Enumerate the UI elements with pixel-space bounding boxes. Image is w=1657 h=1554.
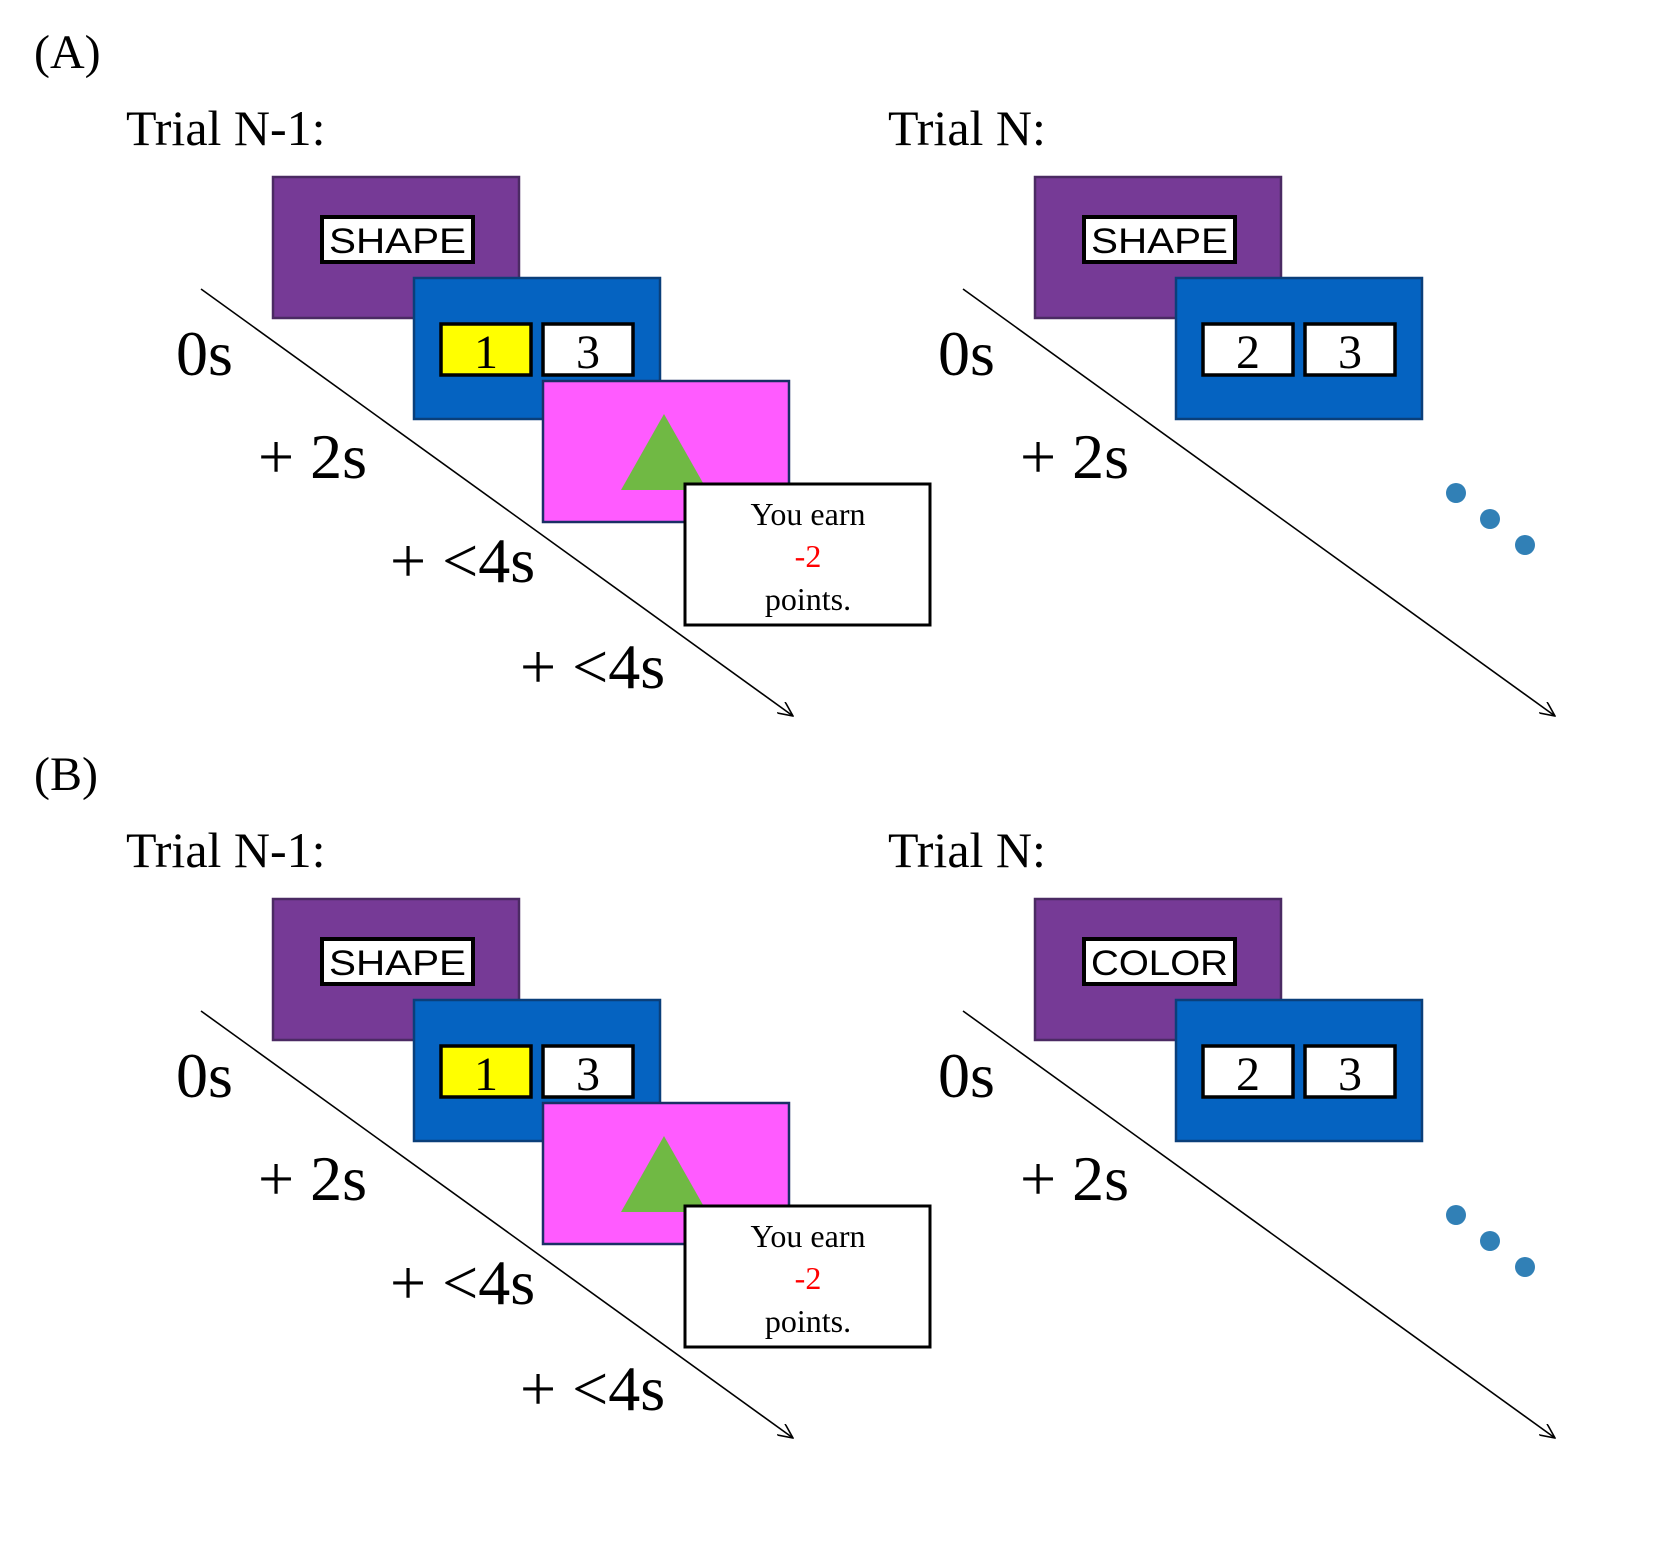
trial-title: Trial N-1: [126,822,326,878]
cue-word: SHAPE [1091,222,1228,261]
time-label: 0s [938,318,995,389]
option-box [1201,1044,1295,1099]
timeline-arrow [962,1010,1555,1438]
feedback-points: -2 [795,1260,822,1296]
cue-word: SHAPE [329,944,466,983]
trial-title: Trial N: [888,822,1046,878]
ellipsis-dot [1515,1257,1535,1277]
cue-word-box [320,937,475,986]
timeline-arrow [962,288,1555,716]
trial-current: Trial N: SHAPE 2 3 0s + 2s [888,100,1555,716]
ellipsis-dot [1446,483,1466,503]
option-number: 3 [1338,1048,1362,1101]
time-label: 0s [938,1040,995,1111]
time-label: + <4s [520,1353,665,1424]
cue-word-box [1082,937,1237,986]
time-label: 0s [176,318,233,389]
cue-word: SHAPE [329,222,466,261]
panel-label: (B) [34,748,98,801]
option-box [541,322,635,377]
time-label: + 2s [1020,421,1129,492]
ellipsis-dot [1480,509,1500,529]
time-label: + 2s [1020,1143,1129,1214]
timeline-arrow [200,288,793,716]
option-number: 1 [474,1048,498,1101]
trial-current: Trial N: COLOR 2 3 0s + 2s [888,822,1555,1438]
option-box [1201,322,1295,377]
ellipsis-dot [1515,535,1535,555]
feedback-points: -2 [795,538,822,574]
option-number: 2 [1236,1048,1260,1101]
ellipsis-dot [1446,1205,1466,1225]
panel-label: (A) [34,26,101,79]
triangle-stimulus [621,1136,707,1212]
feedback-screen [683,482,932,627]
time-label: + 2s [258,1143,367,1214]
option-number: 1 [474,326,498,379]
option-number: 2 [1236,326,1260,379]
option-number: 3 [1338,326,1362,379]
time-label: + <4s [390,1247,535,1318]
cue-word-box [320,215,475,264]
cue-word-box [1082,215,1237,264]
feedback-text: points. [765,581,851,617]
option-number: 3 [576,326,600,379]
time-label: + 2s [258,421,367,492]
time-label: + <4s [520,631,665,702]
option-box-selected [439,322,533,377]
feedback-text: points. [765,1303,851,1339]
time-label: + <4s [390,525,535,596]
time-label: 0s [176,1040,233,1111]
trial-title: Trial N: [888,100,1046,156]
feedback-screen [683,1204,932,1349]
option-box-selected [439,1044,533,1099]
option-box [1303,1044,1397,1099]
option-number: 3 [576,1048,600,1101]
option-box [541,1044,635,1099]
feedback-text: You earn [751,1218,866,1254]
ellipsis-dot [1480,1231,1500,1251]
feedback-text: You earn [751,496,866,532]
cue-word: COLOR [1091,944,1228,983]
trial-title: Trial N-1: [126,100,326,156]
triangle-stimulus [621,414,707,490]
timeline-arrow [200,1010,793,1438]
option-box [1303,322,1397,377]
